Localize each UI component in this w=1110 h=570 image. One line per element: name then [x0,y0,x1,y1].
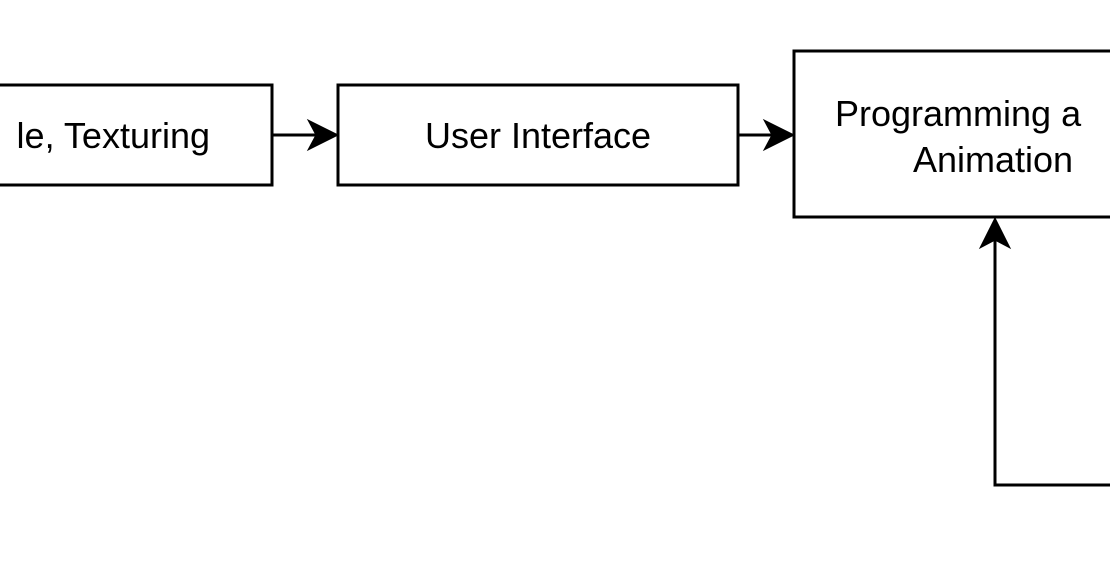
node-user-interface-label: User Interface [425,115,651,156]
edge-modeling-to-ui [272,118,340,152]
node-programming-animation-line2: Animation [913,139,1073,180]
arrow-head-icon [762,118,796,152]
arrow-head-icon [978,216,1012,250]
edge-offscreen-to-programming [978,216,1110,487]
node-user-interface-box [336,83,740,187]
node-user-interface: User Interface [336,83,740,187]
node-programming-animation-line1: Programming a [835,93,1082,134]
edge-ui-to-programming [738,118,796,152]
node-modeling-texturing: le, Texturing [0,83,274,187]
node-programming-animation-box [792,49,1110,219]
arrow-head-icon [306,118,340,152]
node-programming-animation: Programming a Animation [792,49,1110,219]
node-modeling-texturing-label: le, Texturing [17,115,210,156]
edge-offscreen-to-programming-line [993,240,1110,487]
